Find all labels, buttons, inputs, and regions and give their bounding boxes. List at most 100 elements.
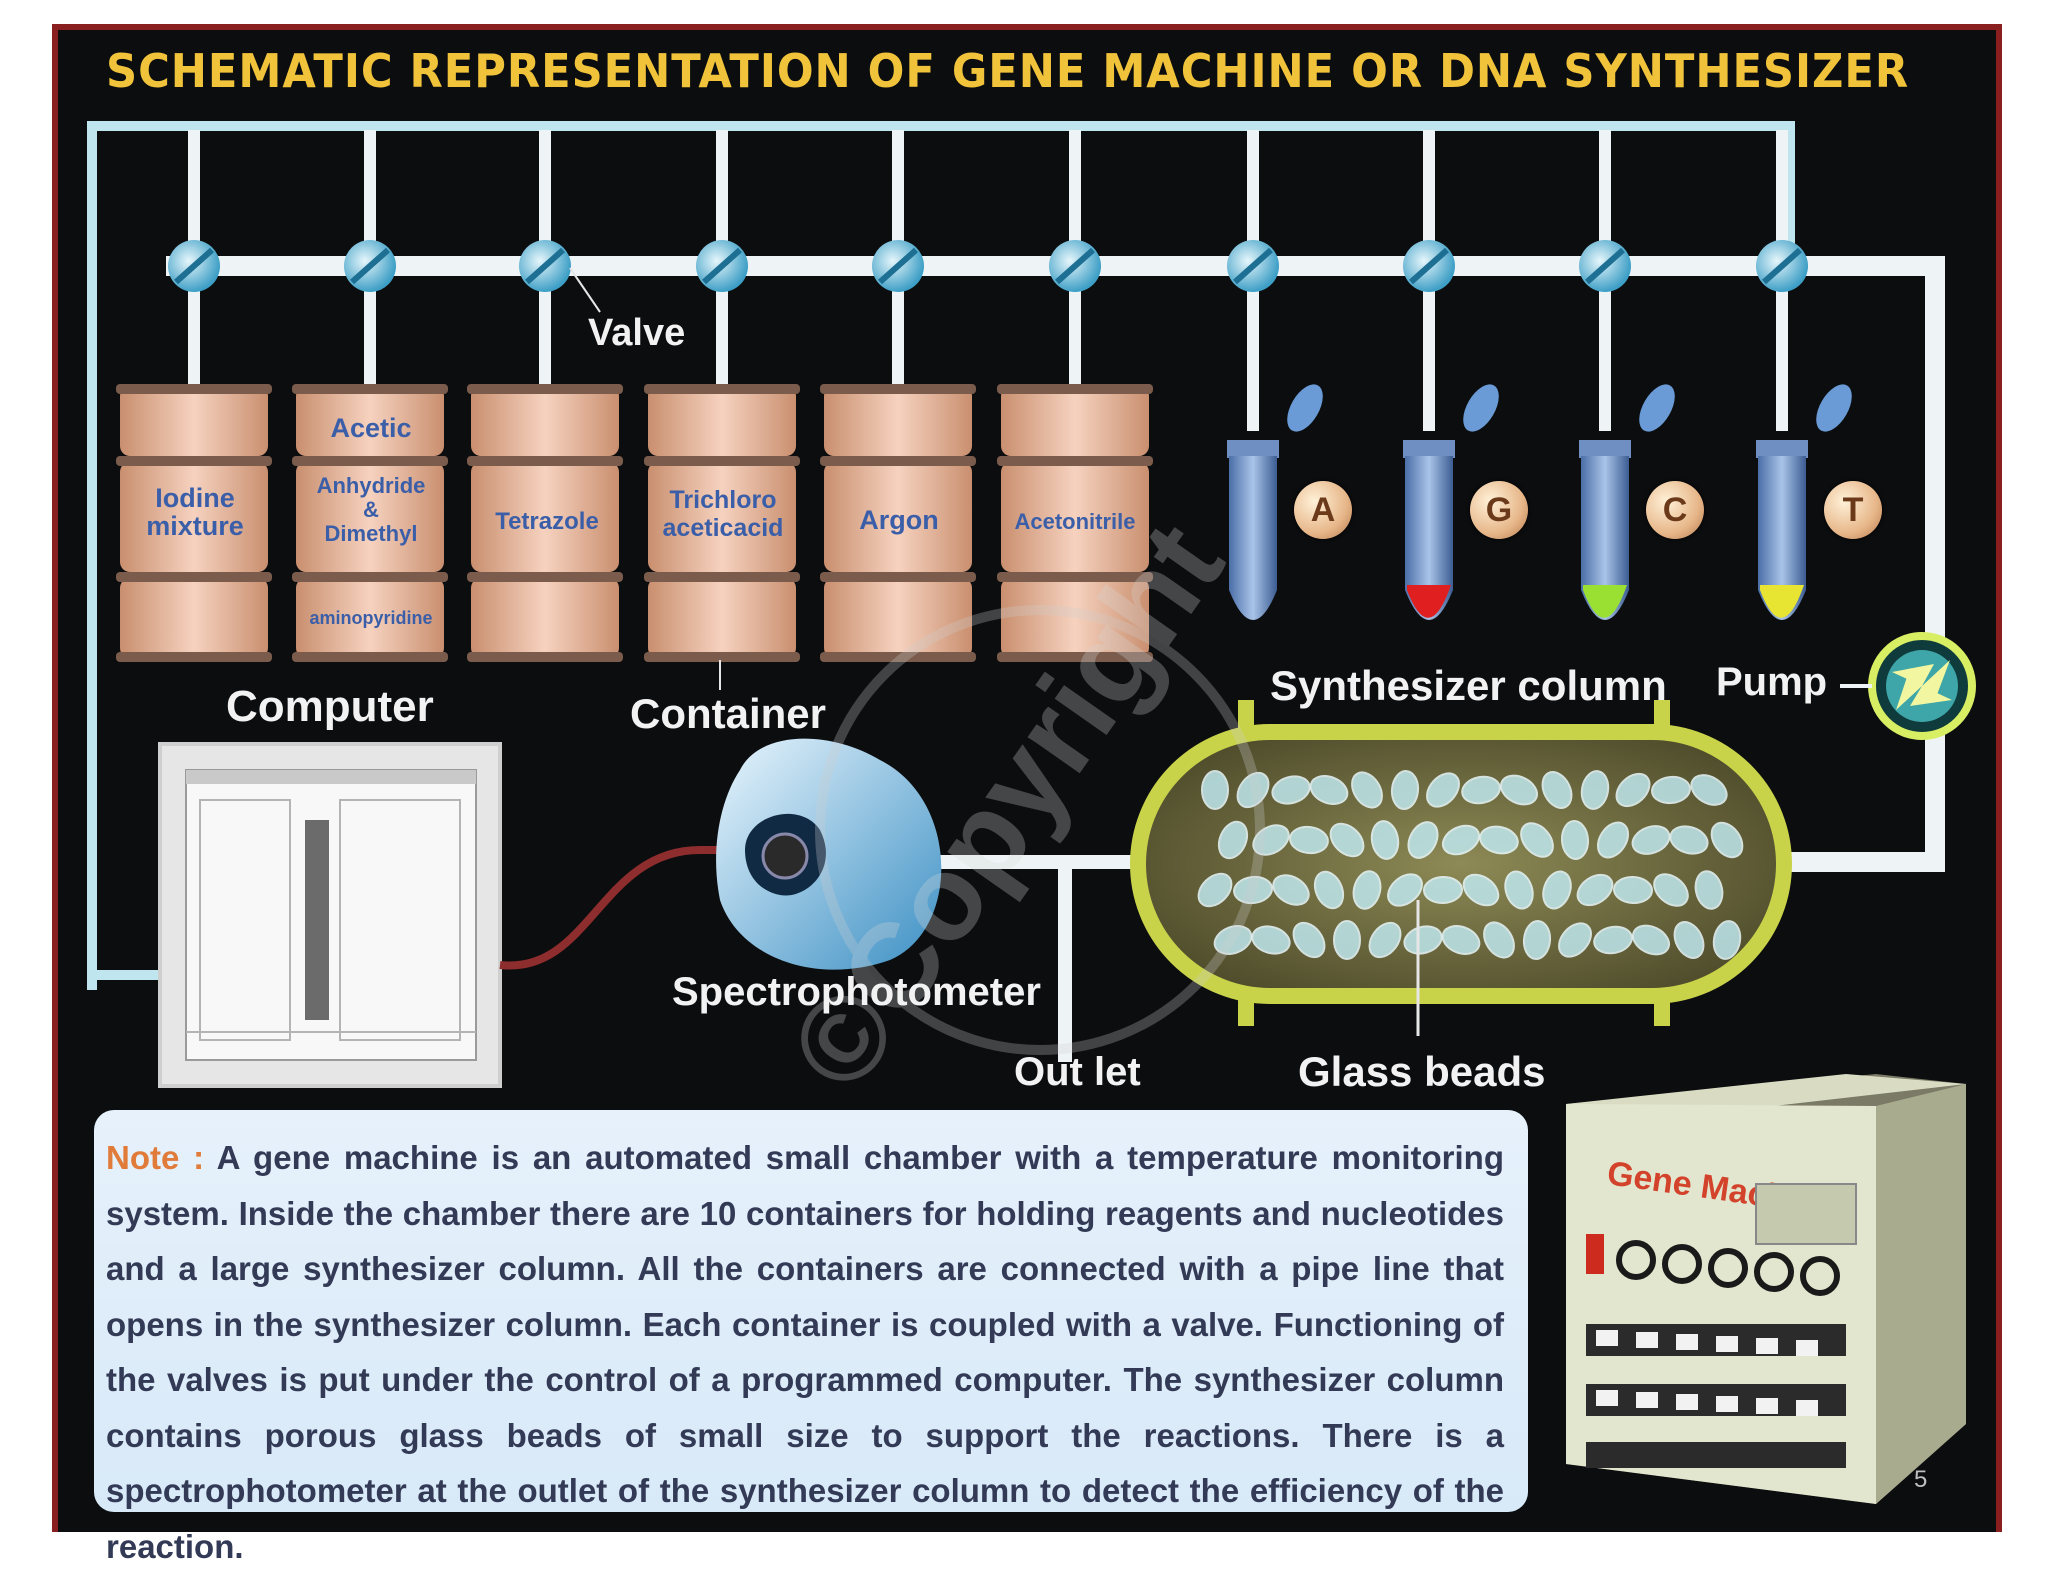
glass-bead — [1673, 921, 1705, 959]
container-label-tetrazole: Tetrazole — [495, 508, 599, 535]
valve-icon-9 — [1579, 240, 1631, 292]
glass-bead — [1441, 925, 1481, 955]
valves — [168, 240, 1808, 292]
glass-bead — [1252, 824, 1290, 856]
glass-bead — [1251, 925, 1291, 955]
glass-bead — [1387, 873, 1423, 907]
synthesizer-column-label: Synthesizer column — [1270, 662, 1667, 709]
spectrophotometer — [716, 738, 942, 970]
synthesizer-column — [1130, 700, 1792, 1036]
reagent-container-4 — [644, 384, 800, 662]
valve-label: Valve — [588, 312, 686, 354]
glass-bead — [1272, 874, 1310, 906]
container-label-anhydride: Anhydride & Dimethyl — [316, 473, 426, 546]
glass-bead — [1499, 774, 1539, 806]
outlet-label: Out let — [1014, 1050, 1141, 1094]
reagent-container-2 — [292, 384, 448, 662]
glass-bead — [1407, 821, 1439, 859]
glass-bead — [1615, 772, 1651, 808]
glass-bead — [1333, 920, 1361, 960]
valve-icon-1 — [168, 240, 220, 292]
reagent-container-1 — [116, 384, 272, 662]
glass-bead — [1613, 875, 1653, 905]
nucleotide-badge-g: G — [1470, 481, 1528, 539]
nucleotide-badge-c: C — [1646, 481, 1704, 539]
data-cable — [499, 846, 770, 970]
glass-bead — [1271, 775, 1311, 805]
glass-bead — [1197, 872, 1233, 908]
nucleotide-tube-1 — [1227, 384, 1323, 620]
valve-icon-5 — [872, 240, 924, 292]
nucleotide-badge-a: A — [1294, 481, 1352, 539]
reagent-container-5 — [820, 384, 976, 662]
computer-label: Computer — [226, 682, 434, 731]
container-label-acetic: Acetic — [330, 413, 412, 443]
valve-icon-8 — [1403, 240, 1455, 292]
glass-bead — [1560, 820, 1590, 860]
glass-bead — [1289, 825, 1329, 855]
glass-bead — [1690, 774, 1728, 806]
glass-bead — [1479, 825, 1519, 855]
glass-bead — [1292, 921, 1326, 959]
glass-bead — [1309, 775, 1349, 805]
slide-number: 5 — [1914, 1466, 1928, 1493]
container-label-iodine: Iodine mixture — [146, 483, 244, 541]
glass-bead — [1233, 875, 1273, 905]
glass-bead — [1576, 873, 1614, 907]
nucleotide-tubes — [1227, 384, 1852, 620]
glass-bead — [1461, 775, 1501, 805]
glass-bead — [1596, 821, 1630, 859]
note-label: Note : — [106, 1139, 205, 1176]
gene-machine-device: Gene Machine — [1566, 1074, 1966, 1504]
note-text: A gene machine is an automated small cha… — [106, 1139, 1504, 1565]
valve-icon-3 — [519, 240, 571, 292]
glass-bead — [1351, 771, 1383, 809]
note-box: Note : A gene machine is an automated sm… — [94, 1110, 1528, 1565]
glass-bead — [1504, 870, 1534, 910]
glass-bead — [1313, 870, 1345, 910]
glass-bead — [1694, 870, 1724, 910]
glass-bead — [1370, 820, 1400, 860]
glass-bead — [1390, 770, 1420, 810]
pump-icon — [1840, 632, 1976, 740]
container-label-acetonitrile: Acetonitrile — [1014, 509, 1136, 534]
glass-bead — [1426, 772, 1460, 808]
glass-bead — [1423, 875, 1463, 905]
valve-icon-2 — [344, 240, 396, 292]
computer-monitor — [158, 742, 502, 1088]
glass-bead — [1462, 873, 1500, 907]
glass-bead — [1653, 873, 1689, 907]
container-label-argon: Argon — [859, 505, 939, 535]
glass-bead — [1541, 771, 1573, 809]
container-label-aminopyridine: aminopyridine — [309, 608, 433, 628]
valve-icon-10 — [1756, 240, 1808, 292]
nucleotide-badge-t: T — [1824, 481, 1882, 539]
glass-bead — [1593, 925, 1633, 955]
pump-label: Pump — [1716, 660, 1828, 704]
valve-icon-7 — [1227, 240, 1279, 292]
reagent-containers — [116, 384, 1153, 662]
diagram-title: SCHEMATIC REPRESENTATION OF GENE MACHINE… — [106, 44, 1910, 98]
glass-bead — [1520, 822, 1554, 858]
valve-icon-6 — [1049, 240, 1101, 292]
glass-bead — [1542, 870, 1572, 910]
glass-bead — [1631, 825, 1671, 855]
glass-bead — [1651, 775, 1691, 805]
glass-bead — [1710, 821, 1744, 859]
gene-machine-diagram: ©Copyright — [87, 121, 1976, 1113]
glass-bead — [1217, 820, 1249, 860]
reagent-container-6 — [997, 384, 1153, 662]
glass-bead — [1631, 924, 1671, 956]
nucleotide-tube-3 — [1579, 384, 1675, 620]
valve-icon-4 — [696, 240, 748, 292]
glass-bead — [1483, 921, 1515, 959]
glass-bead — [1352, 870, 1382, 910]
glass-bead — [1236, 771, 1270, 809]
glass-bead — [1329, 822, 1365, 858]
glass-bead — [1213, 925, 1253, 955]
glass-bead — [1368, 921, 1402, 959]
container-label-trichloro: Trichloro aceticacid — [662, 486, 784, 542]
glass-beads — [1197, 770, 1744, 960]
nucleotide-tube-4 — [1756, 384, 1852, 620]
reagent-container-3 — [467, 384, 623, 662]
